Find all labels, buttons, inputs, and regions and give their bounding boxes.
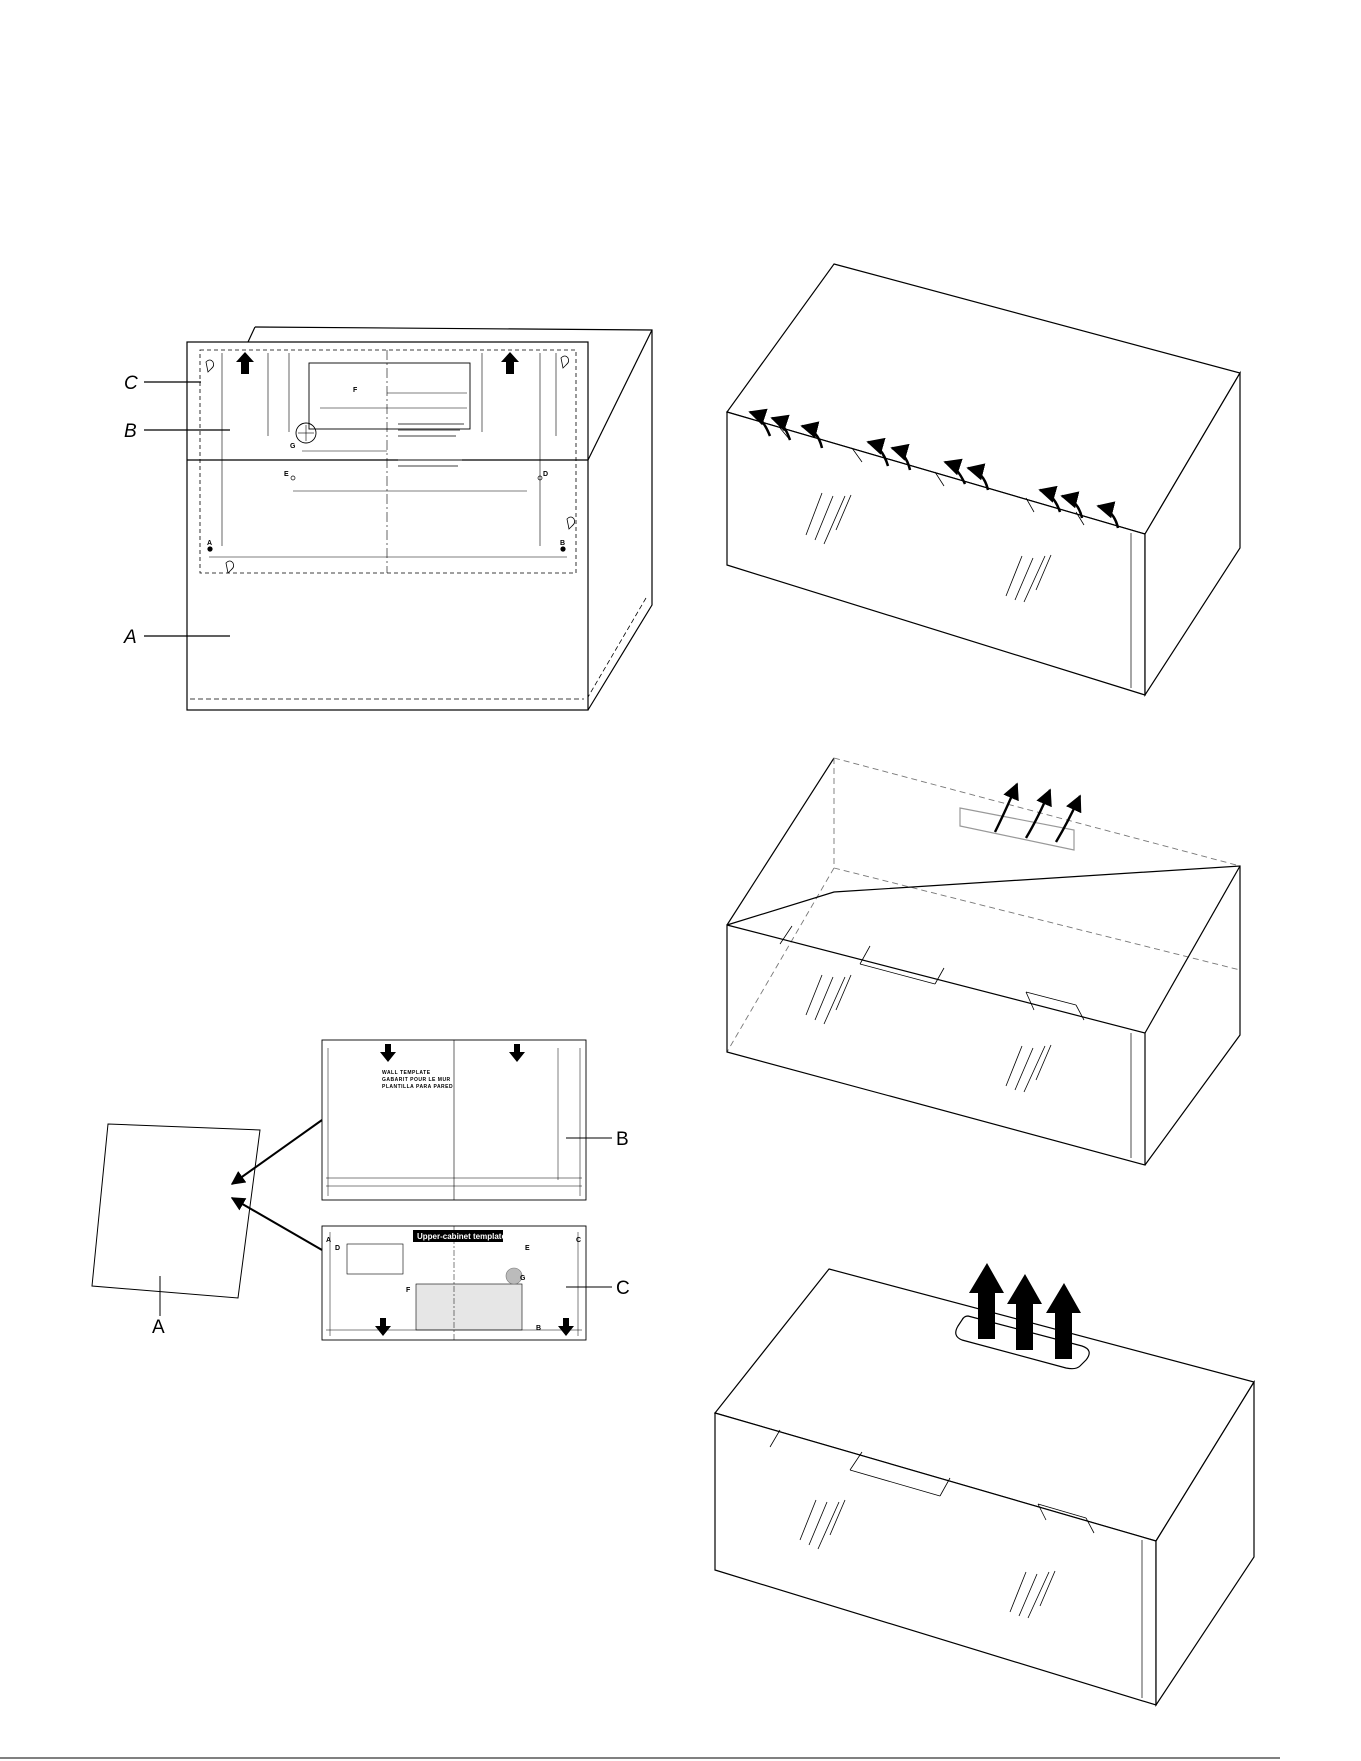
cabinet-top-left-edge [248,327,255,342]
figure-templates [92,1040,612,1340]
template-point-d: D [543,471,548,478]
callout-label-b: B [124,421,137,442]
wall-template-title-2: GABARIT POUR LE MUR [382,1077,451,1083]
template-hole-b [561,547,565,551]
upper-template-point-g: G [520,1275,526,1282]
template-point-f: F [353,387,358,394]
template-point-a: A [207,540,212,547]
upper-template-point-c: C [576,1237,581,1244]
open-box-rim [727,866,1240,1165]
template-point-g: G [290,443,296,450]
upper-template-banner: Upper-cabinet template [417,1232,506,1241]
callout-label-c: C [124,373,138,394]
upper-template-point-f: F [406,1287,411,1294]
figure-box-remove-tape [727,264,1240,695]
cabinet-front-face [187,342,588,710]
upper-template-point-d: D [335,1245,340,1252]
template-hole-a [208,547,212,551]
callout-sheet-a: A [152,1317,165,1338]
callout-label-a: A [123,627,137,648]
lift-arrows [995,784,1080,842]
wall-template-title-1: WALL TEMPLATE [382,1070,431,1076]
figure-cabinet-with-template [144,327,652,710]
cabinet-side-dashed-edge [588,598,646,697]
callout-template-b: B [616,1129,629,1150]
wall-template-title-3: PLANTILLA PARA PARED [382,1084,453,1090]
template-point-e: E [284,471,289,478]
sheet-a [92,1124,260,1298]
open-box-front-face [727,925,1145,1165]
cabinet-diagonal-edge [588,330,652,460]
upper-template-point-b: B [536,1325,541,1332]
figure-box-open-lid [727,758,1240,1165]
template-point-b: B [560,540,565,547]
upper-template-point-e: E [525,1245,530,1252]
lifted-label-outline [960,808,1074,850]
figure-box-lift-insert [715,1263,1254,1705]
callout-template-c: C [616,1278,630,1299]
upper-template-point-a: A [326,1237,331,1244]
